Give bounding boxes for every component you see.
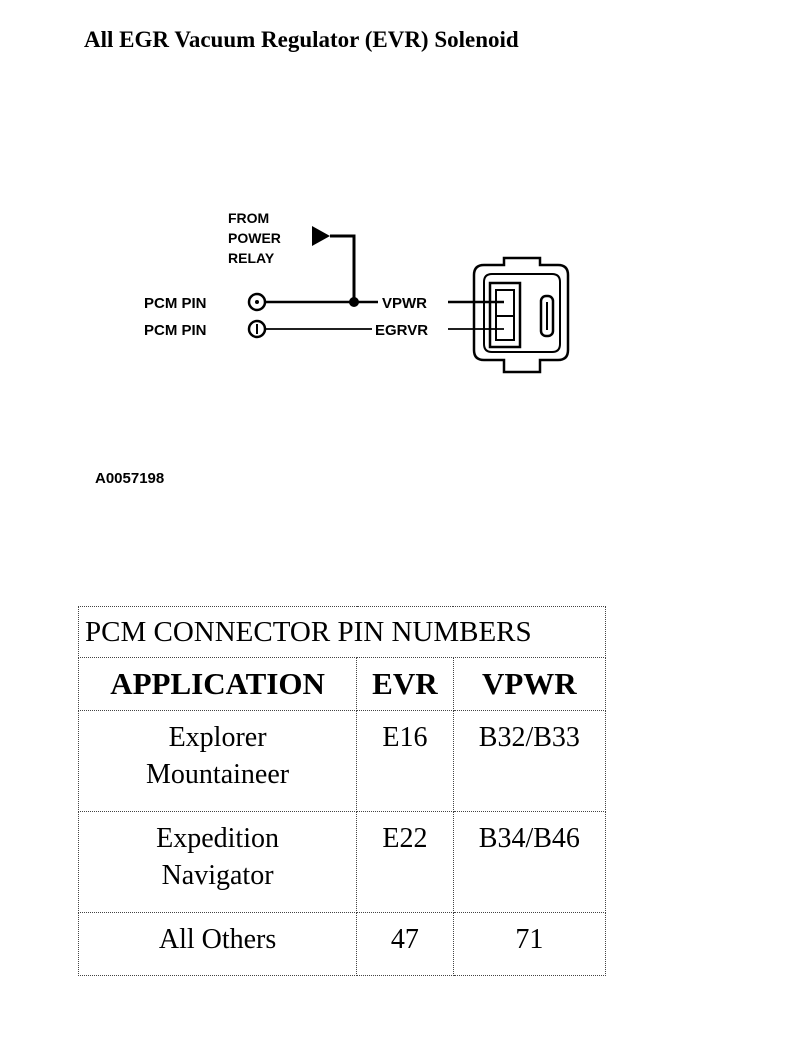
application-line: Navigator (161, 860, 274, 891)
table-row: Expedition Navigator E22 B34/B46 (77, 811, 607, 913)
splice-dot-icon (349, 297, 359, 307)
table-row: Explorer Mountaineer E16 B32/B33 (77, 710, 607, 812)
power-relay-wire (330, 234, 356, 301)
pcm-pin-label-2: PCM PIN (144, 322, 207, 339)
application-cell: All Others (77, 912, 358, 976)
application-line: Mountaineer (146, 759, 290, 790)
wire-label-vpwr: VPWR (382, 295, 427, 312)
application-line: Explorer (168, 722, 267, 753)
pcm-pin-vpwr-dot (255, 300, 259, 304)
arrow-icon (312, 226, 330, 246)
application-cell: Expedition Navigator (77, 811, 358, 913)
wiring-diagram: FROM POWER RELAY PCM PIN PCM PIN VPWR EG… (144, 210, 570, 374)
header-application: APPLICATION (77, 657, 358, 711)
application-line: Expedition (156, 823, 279, 854)
header-vpwr: VPWR (452, 657, 607, 711)
vpwr-cell: B34/B46 (452, 811, 607, 913)
evr-cell: E16 (356, 710, 454, 812)
vpwr-cell: 71 (452, 912, 607, 976)
pin-numbers-table: PCM CONNECTOR PIN NUMBERS APPLICATION EV… (77, 606, 607, 976)
wire-label-egrvr: EGRVR (375, 322, 428, 339)
figure-id: A0057198 (95, 470, 165, 487)
application-line: All Others (158, 924, 277, 955)
header-evr: EVR (356, 657, 454, 711)
table-caption: PCM CONNECTOR PIN NUMBERS (78, 606, 606, 658)
page-title: All EGR Vacuum Regulator (EVR) Solenoid (84, 27, 519, 52)
application-cell: Explorer Mountaineer (77, 710, 358, 812)
source-label-line-3: RELAY (228, 250, 275, 266)
table-row: All Others 47 71 (77, 912, 607, 976)
source-label-line-2: POWER (228, 230, 281, 246)
evr-cell: 47 (356, 912, 454, 976)
evr-connector-icon (472, 256, 570, 374)
pcm-pin-label-1: PCM PIN (144, 295, 207, 312)
source-label-line-1: FROM (228, 210, 269, 226)
evr-cell: E22 (356, 811, 454, 913)
vpwr-cell: B32/B33 (452, 710, 607, 812)
